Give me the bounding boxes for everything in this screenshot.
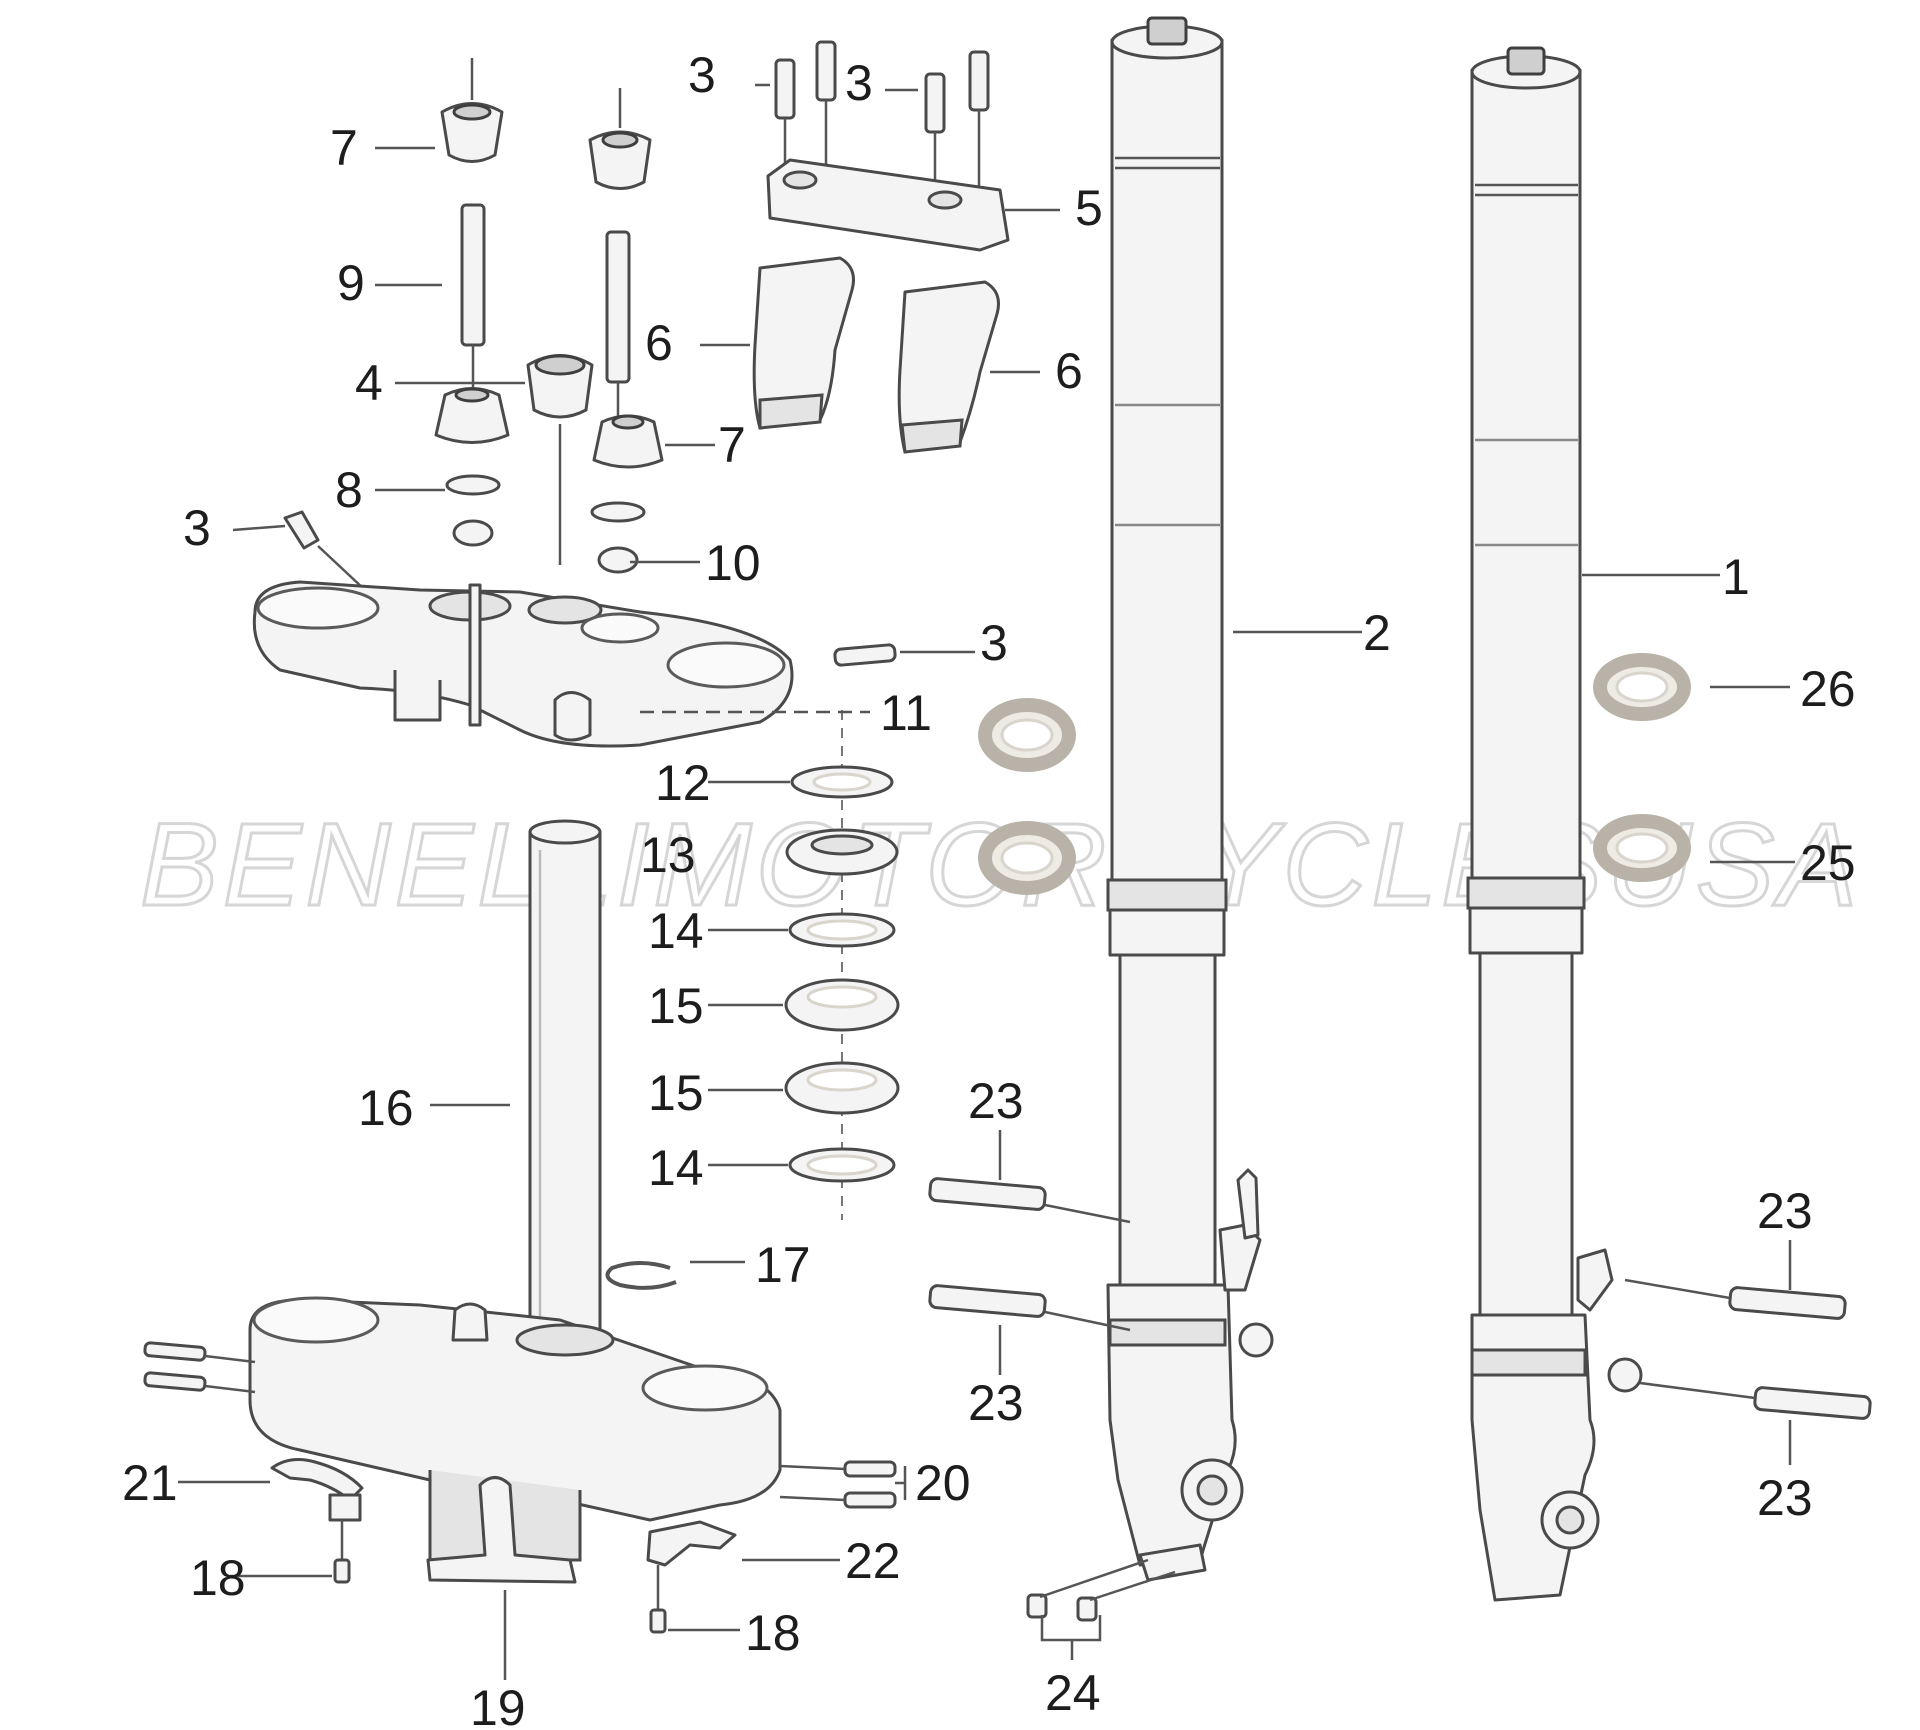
part-16-steering-stem (528, 819, 602, 1334)
callout-21: 21 (122, 1455, 178, 1511)
callout-5: 5 (1075, 180, 1103, 236)
callout-6: 6 (645, 315, 673, 371)
callout-23: 23 (1757, 1470, 1813, 1526)
callout-16: 16 (358, 1080, 414, 1136)
callout-19: 19 (470, 1680, 526, 1730)
callout-18: 18 (190, 1550, 246, 1606)
part-10-nut (590, 501, 646, 574)
callout-3: 3 (688, 47, 716, 103)
callout-3: 3 (183, 500, 211, 556)
part-18-screw-right (649, 1565, 667, 1634)
callout-10: 10 (705, 535, 761, 591)
part-13-adjusting-nut (785, 828, 899, 876)
callout-22: 22 (845, 1533, 901, 1589)
part-20-clamp-bolts-left (143, 1341, 256, 1394)
part-25-dust-seal-right (1593, 814, 1691, 882)
part-8-washer (445, 474, 501, 547)
part-15-bearing-lower (784, 1061, 900, 1115)
callout-14: 14 (648, 903, 704, 959)
part-25-dust-seal-left (978, 821, 1076, 895)
part-6-handlebar-holder-left (752, 256, 855, 430)
part-11-upper-triple-clamp (252, 580, 794, 748)
part-7-bush-left (440, 58, 504, 163)
callout-25: 25 (1800, 835, 1856, 891)
callout-14: 14 (648, 1140, 704, 1196)
callout-2: 2 (1363, 605, 1391, 661)
part-17-circlip (605, 1261, 677, 1290)
callout-15: 15 (648, 978, 704, 1034)
part-6-handlebar-holder-right (897, 280, 1000, 454)
callout-12: 12 (655, 755, 711, 811)
callout-labels: 1 2 3 3 3 3 4 5 6 6 7 7 8 9 10 11 12 13 … (122, 47, 1856, 1730)
callout-4: 4 (355, 355, 383, 411)
part-7-bush-right (588, 88, 652, 190)
part-2-fork-leg-left (1106, 16, 1274, 1582)
callout-23: 23 (968, 1073, 1024, 1129)
callout-24: 24 (1045, 1665, 1101, 1721)
part-3-bolts-top (774, 40, 990, 200)
callout-23: 23 (1757, 1183, 1813, 1239)
part-11-lower-triple-clamp (248, 1296, 782, 1562)
callout-17: 17 (755, 1237, 811, 1293)
part-9-pin-right (605, 230, 631, 422)
callout-3: 3 (980, 615, 1008, 671)
part-22-brake-hose-guide (646, 1520, 737, 1567)
callout-1: 1 (1722, 549, 1750, 605)
part-14-bearing-race-upper (788, 912, 896, 948)
callout-11: 11 (880, 685, 932, 741)
callout-3: 3 (845, 55, 873, 111)
part-19-bracket (426, 1476, 577, 1584)
callout-15: 15 (648, 1065, 704, 1121)
part-4-stem-nut (526, 354, 594, 565)
part-7-lower-bush-left (434, 387, 510, 444)
part-15-bearing-upper (784, 978, 900, 1032)
callout-9: 9 (337, 255, 365, 311)
part-20-clamp-bolts-right (779, 1460, 897, 1509)
part-23-bolts-left (928, 1177, 1131, 1332)
part-21-hose-guide (270, 1458, 364, 1522)
callout-7: 7 (330, 120, 358, 176)
callout-13: 13 (640, 827, 696, 883)
callout-20: 20 (915, 1455, 971, 1511)
part-23-bolts-right (1624, 1278, 1872, 1420)
callout-7: 7 (718, 417, 746, 473)
part-12-dust-seal (790, 765, 894, 799)
part-14-bearing-race-lower (788, 1147, 896, 1183)
part-24-bolts (1026, 1558, 1176, 1622)
callout-18: 18 (745, 1605, 801, 1661)
part-7-lower-bush-right (592, 414, 664, 469)
part-3-bolt-right (833, 643, 975, 667)
part-9-pin-left (460, 203, 486, 395)
callout-8: 8 (335, 462, 363, 518)
part-1-fork-leg-right (1466, 46, 1643, 1602)
part-26-oil-seal-left (978, 698, 1076, 772)
callout-leaders (178, 83, 1795, 1680)
callout-23: 23 (968, 1375, 1024, 1431)
part-26-oil-seal-right (1593, 653, 1691, 721)
part-18-screw-left (333, 1520, 351, 1584)
callout-6: 6 (1055, 343, 1083, 399)
part-5-handlebar-clamp (766, 158, 1010, 252)
part-3-bolt-left (283, 510, 366, 591)
callout-26: 26 (1800, 661, 1856, 717)
